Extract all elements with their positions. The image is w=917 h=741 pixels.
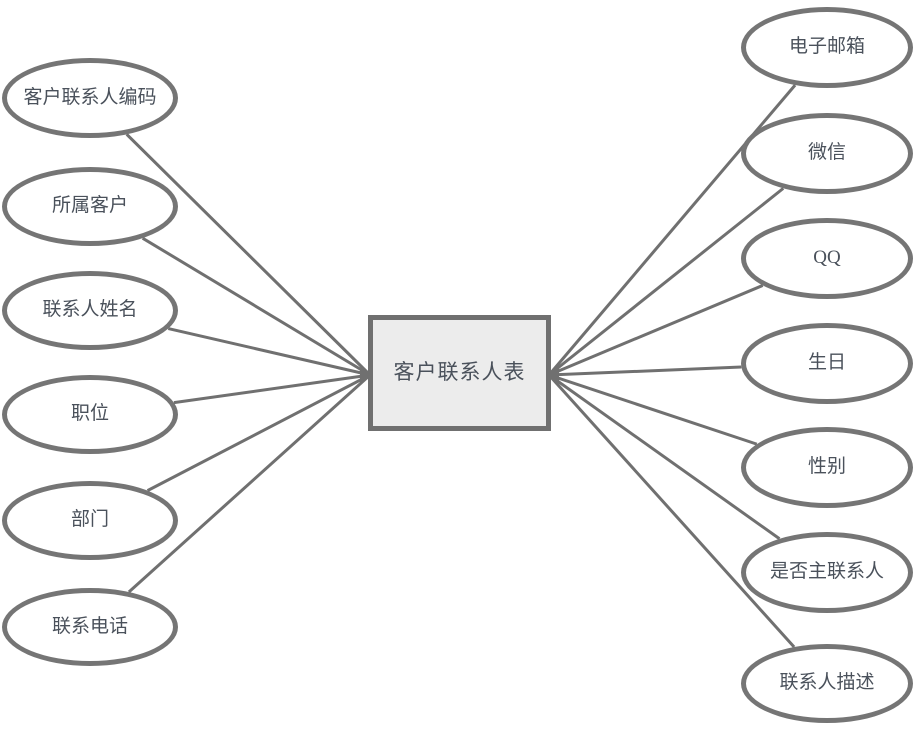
attribute-label: 电子邮箱 [788, 36, 865, 58]
attribute-node-position[interactable]: 职位 [2, 375, 178, 454]
attribute-label: 联系电话 [51, 615, 128, 637]
edge-arrowhead [360, 368, 373, 382]
attribute-label: 职位 [70, 403, 109, 425]
connector-line [548, 365, 742, 377]
attribute-label: QQ [813, 247, 841, 269]
entity-label: 客户联系人表 [393, 360, 526, 385]
connector-line [127, 373, 372, 594]
connector-line [125, 133, 372, 377]
attribute-label: 是否主联系人 [769, 561, 884, 583]
connector-line [547, 373, 796, 649]
attribute-label: 联系人姓名 [42, 299, 138, 321]
attribute-node-customer-contact-code[interactable]: 客户联系人编码 [2, 58, 178, 138]
attribute-label: 客户联系人编码 [23, 86, 157, 108]
attribute-label: 生日 [807, 352, 846, 374]
edge-arrowhead [546, 368, 559, 382]
attribute-label: 性别 [807, 456, 846, 478]
attribute-node-department[interactable]: 部门 [2, 481, 178, 560]
attribute-node-contact-description[interactable]: 联系人描述 [741, 644, 913, 723]
attribute-label: 所属客户 [51, 195, 128, 217]
arrowheads-group [360, 368, 559, 382]
entity-node-customer-contact-table[interactable]: 客户联系人表 [368, 315, 551, 431]
connector-line [173, 373, 371, 405]
connector-line [141, 236, 371, 377]
attribute-node-contact-phone[interactable]: 联系电话 [2, 588, 178, 666]
connector-line [548, 373, 758, 446]
attribute-label: 联系人描述 [779, 672, 875, 694]
connector-line [548, 284, 764, 377]
attribute-label: 微信 [807, 142, 846, 164]
attribute-node-email[interactable]: 电子邮箱 [741, 7, 913, 88]
connector-line [548, 187, 785, 377]
connector-line [146, 373, 371, 492]
attribute-node-is-primary-contact[interactable]: 是否主联系人 [741, 532, 913, 613]
attribute-node-wechat[interactable]: 微信 [741, 113, 913, 194]
attribute-label: 部门 [70, 509, 109, 531]
attribute-node-qq[interactable]: QQ [741, 218, 913, 299]
attribute-node-contact-name[interactable]: 联系人姓名 [2, 271, 178, 350]
attribute-node-gender[interactable]: 性别 [741, 427, 913, 508]
connector-line [167, 327, 371, 377]
connector-line [548, 373, 781, 540]
attribute-node-birthday[interactable]: 生日 [741, 323, 913, 404]
attribute-node-owning-customer[interactable]: 所属客户 [2, 167, 178, 246]
